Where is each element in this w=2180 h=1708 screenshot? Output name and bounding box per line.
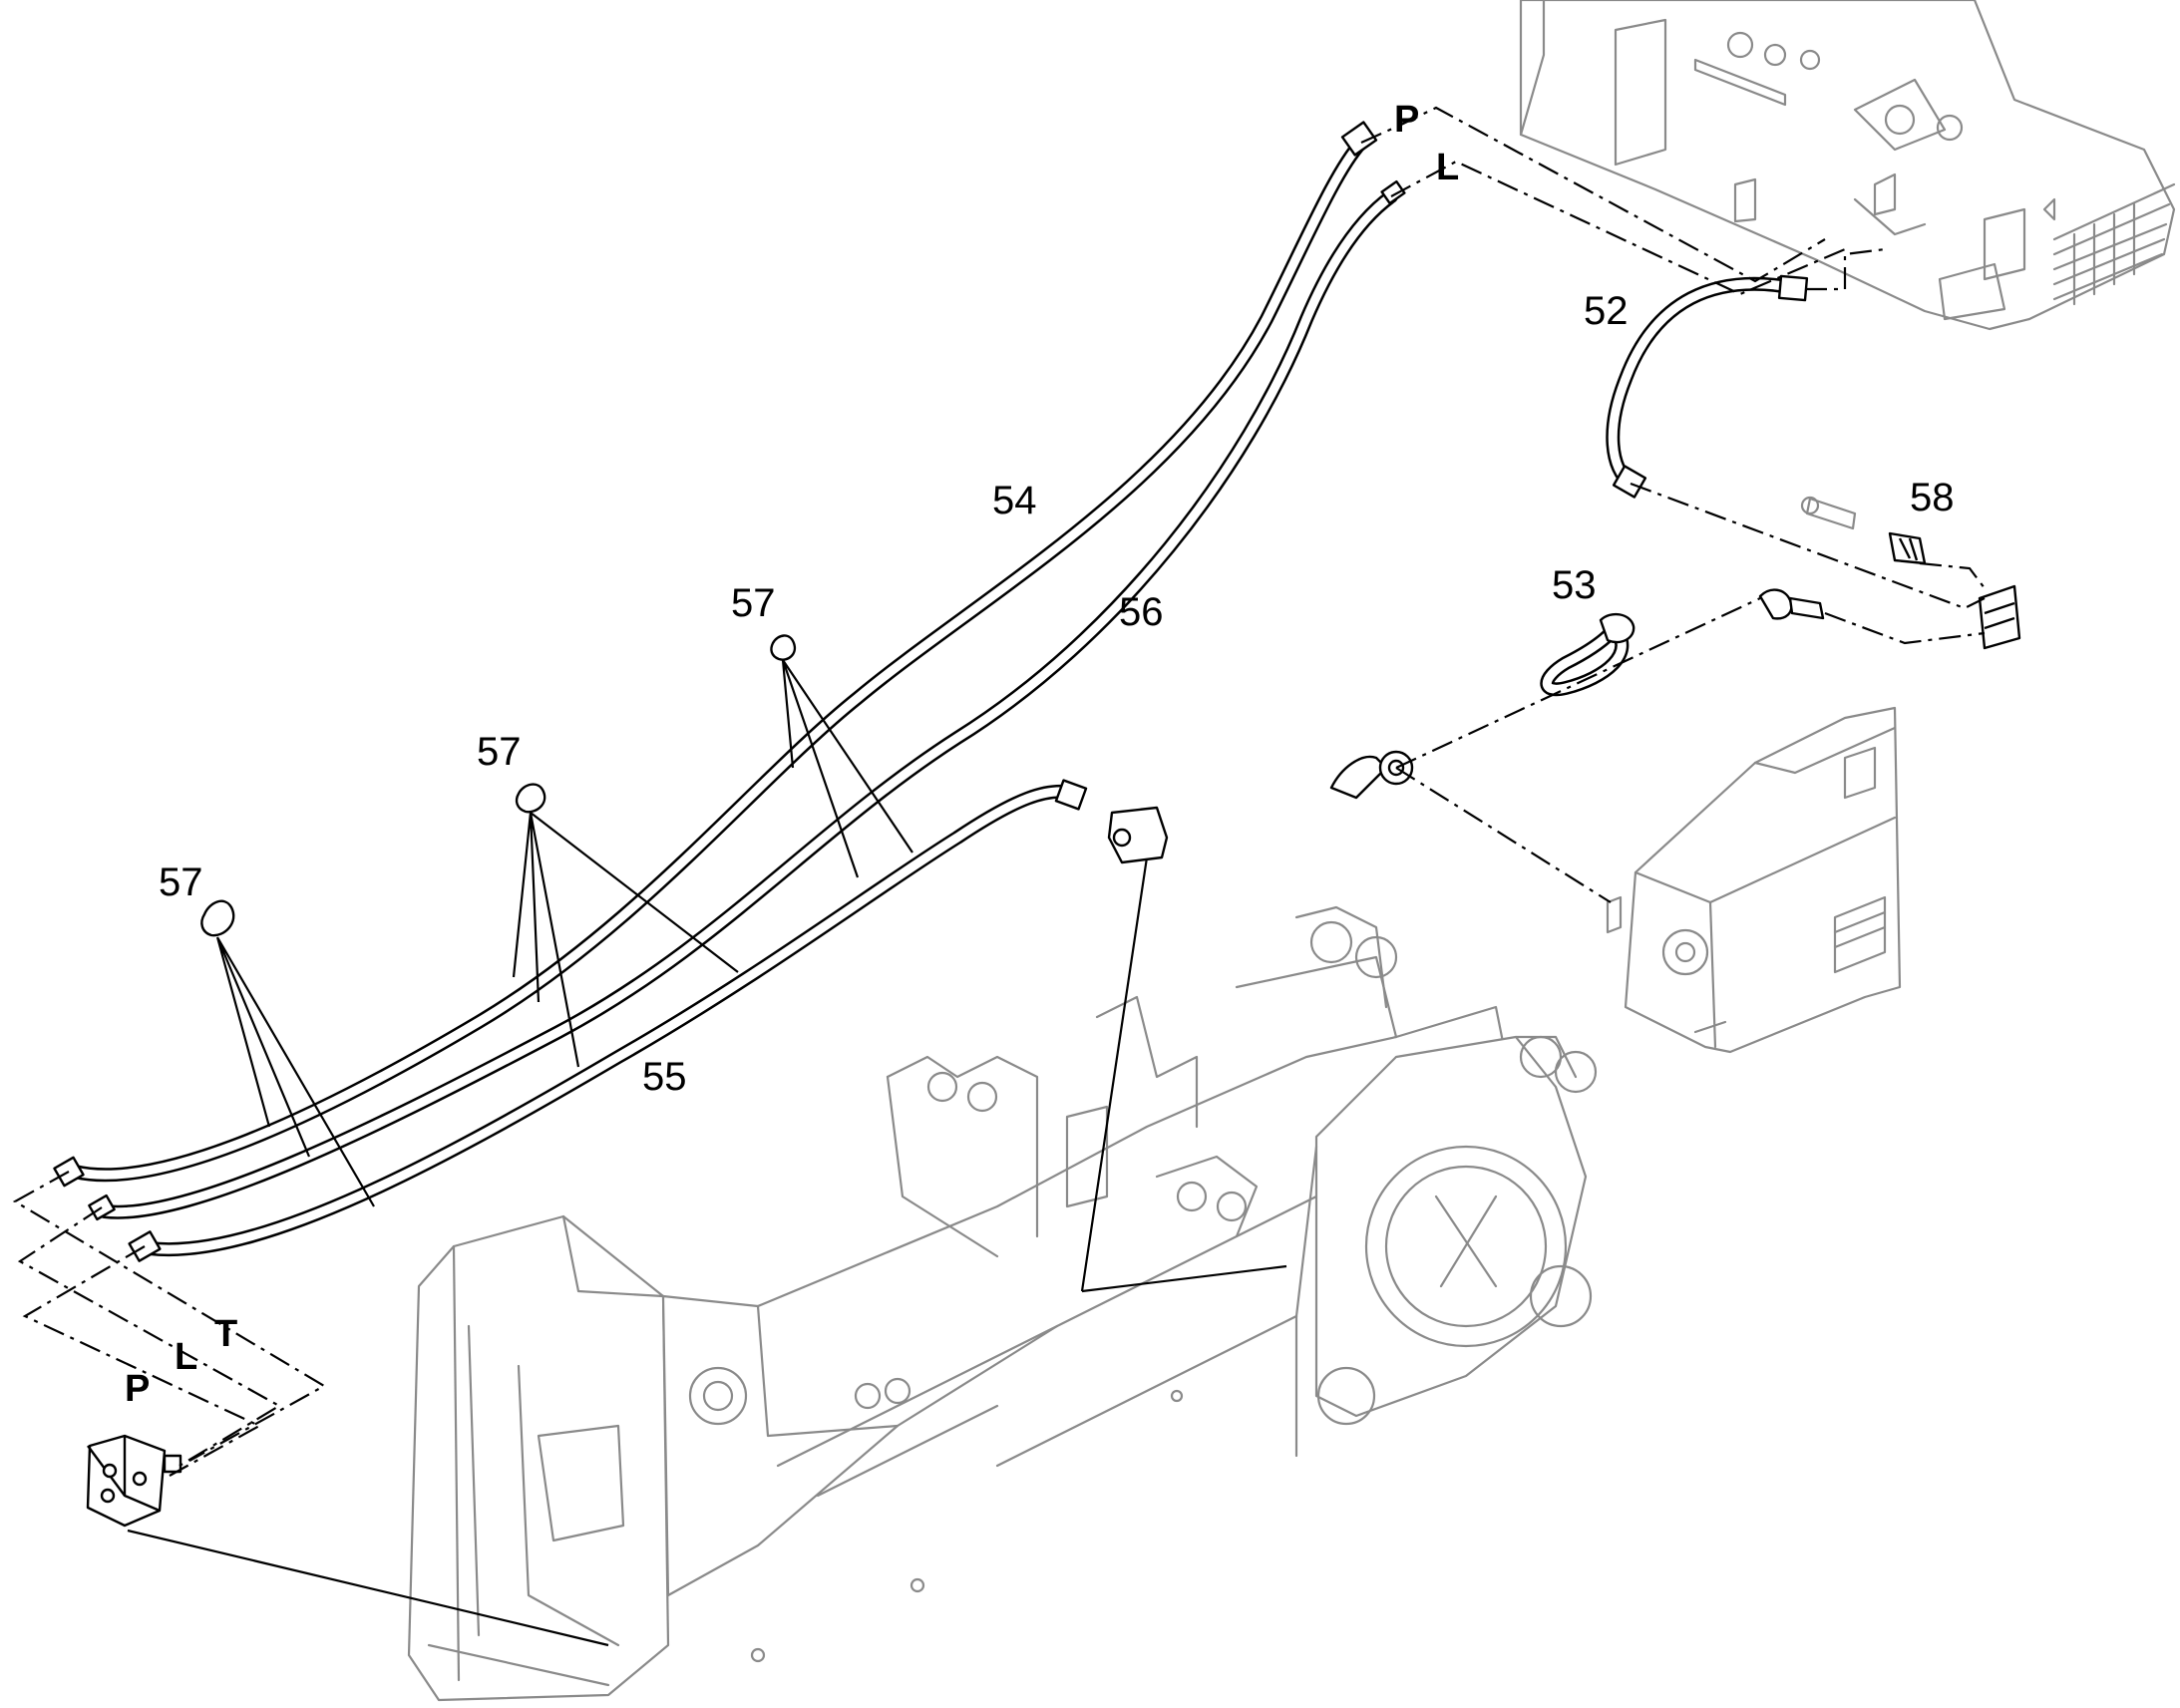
callout-57-right: 57 [731, 581, 776, 625]
port-label-top-l: L [1436, 147, 1459, 188]
callout-54: 54 [992, 479, 1037, 522]
hose-53 [1540, 612, 1635, 697]
routing-lines [12, 106, 1986, 1477]
hose-56 [98, 189, 1398, 1219]
callout-58: 58 [1910, 476, 1955, 519]
right-control-box [1606, 706, 1902, 1054]
hose-clips-57 [200, 634, 913, 1207]
callout-52: 52 [1584, 289, 1629, 333]
callout-57-left: 57 [159, 860, 203, 904]
leader-lines [127, 856, 1287, 1647]
hose-54 [68, 136, 1368, 1183]
chassis-frame [407, 905, 1598, 1702]
callout-labels: 52 53 54 55 56 57 57 57 58 [159, 289, 1955, 1099]
port-block [86, 1434, 182, 1528]
callout-55: 55 [642, 1055, 687, 1099]
elbow-fitting [1329, 750, 1414, 800]
port-labels: P L T L P [125, 99, 1459, 1410]
upper-console-assembly [1519, 0, 2176, 331]
port-label-bottom-t: T [214, 1313, 237, 1355]
port-label-top-p: P [1394, 99, 1419, 141]
callout-53: 53 [1552, 563, 1597, 607]
hose-fittings [53, 121, 1406, 1262]
callout-56: 56 [1119, 590, 1164, 634]
hose-52 [1606, 274, 1809, 499]
hose-55 [143, 784, 1079, 1257]
part-58-assembly [1758, 496, 2021, 650]
callout-57-middle: 57 [477, 730, 522, 774]
port-label-bottom-l: L [175, 1336, 197, 1378]
port-label-bottom-p: P [125, 1368, 150, 1410]
hose-bracket [1107, 806, 1169, 864]
